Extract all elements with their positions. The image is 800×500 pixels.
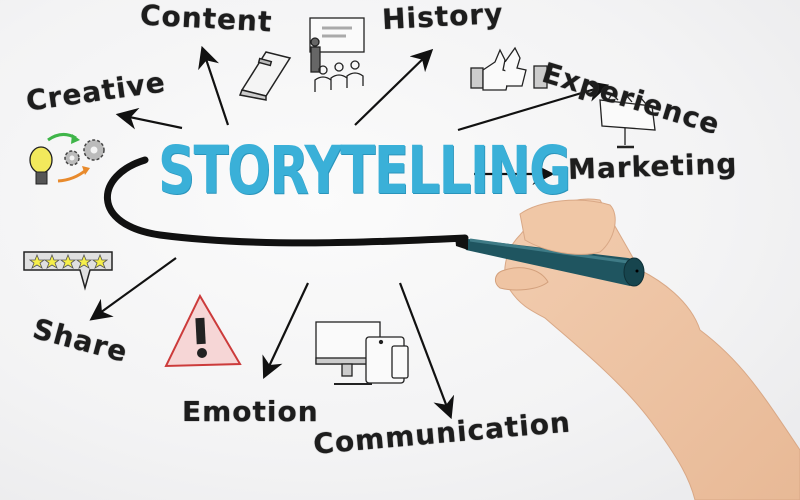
devices-icon bbox=[315, 321, 409, 385]
branch-label-history: History bbox=[381, 0, 505, 37]
presentation-icon bbox=[309, 17, 365, 92]
thumbs-up-icon bbox=[470, 46, 548, 91]
arrow-communication bbox=[398, 282, 455, 420]
billboard-icon bbox=[599, 92, 656, 149]
five-star-rating-icon bbox=[23, 251, 113, 291]
arrow-history bbox=[354, 48, 434, 126]
arrow-experience bbox=[457, 80, 610, 132]
lightbulb-gears-icon bbox=[29, 133, 105, 185]
book-icon bbox=[238, 51, 292, 101]
warning-triangle-icon bbox=[164, 293, 242, 368]
branch-label-marketing: Marketing bbox=[567, 147, 738, 186]
arrow-emotion bbox=[262, 282, 309, 379]
underline-swoosh bbox=[104, 156, 469, 247]
arrow-creative bbox=[115, 107, 183, 130]
arrow-share bbox=[89, 257, 177, 321]
hand-with-marker bbox=[455, 198, 800, 500]
central-concept-title: STORYTELLING bbox=[158, 132, 571, 209]
arrow-content bbox=[198, 45, 230, 126]
branch-label-emotion: Emotion bbox=[182, 395, 319, 428]
